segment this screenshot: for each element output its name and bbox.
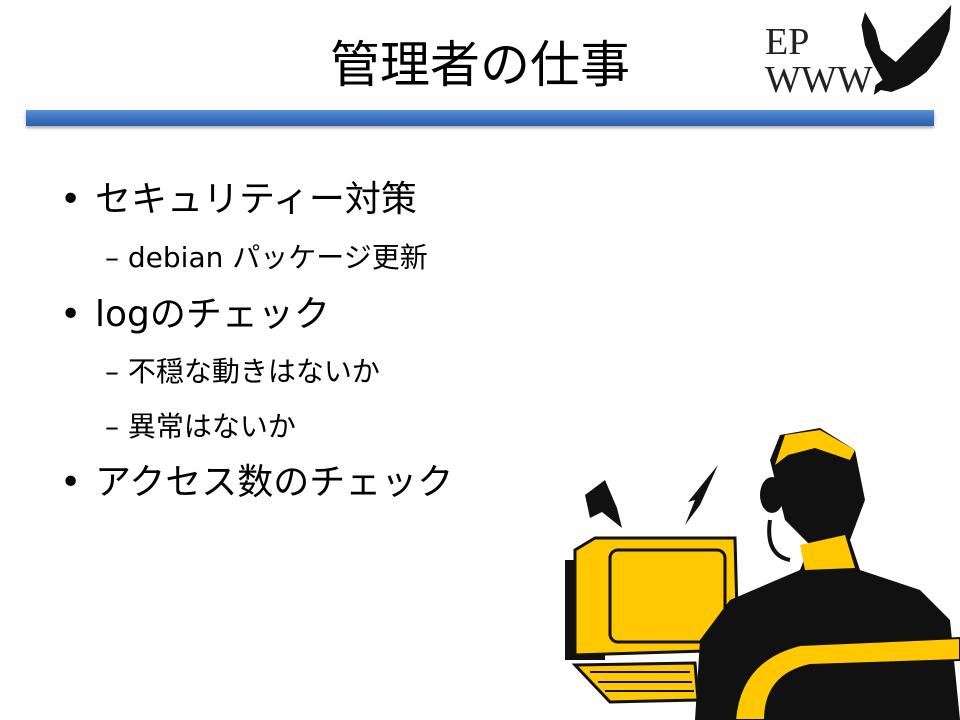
bullet-text: アクセス数のチェック: [95, 462, 454, 503]
sub-bullet-item: – debian パッケージ更新: [105, 240, 428, 276]
sub-bullet-text: 異常はないか: [127, 410, 296, 443]
sub-bullet-item: – 異常はないか: [105, 409, 296, 445]
sub-bullet-marker: –: [105, 241, 119, 274]
computer-operator-clipart: [565, 428, 960, 720]
bullet-marker: •: [60, 179, 82, 220]
sub-bullet-item: – 不穏な動きはないか: [105, 354, 380, 390]
bullet-text: セキュリティー対策: [95, 179, 417, 220]
sub-bullet-text: debian パッケージ更新: [127, 241, 428, 274]
title-divider-bar: [26, 110, 934, 126]
logo-text-www: WWW: [765, 59, 873, 101]
slide-title: 管理者の仕事: [330, 36, 630, 94]
bullet-text: logのチェック: [95, 294, 330, 335]
sub-bullet-text: 不穏な動きはないか: [127, 355, 380, 388]
logo-text-ep: EP: [765, 21, 810, 63]
bullet-marker: •: [60, 294, 82, 335]
eagle-icon: [861, 5, 952, 95]
bullet-marker: •: [60, 462, 82, 503]
sub-bullet-marker: –: [105, 355, 119, 388]
sub-bullet-marker: –: [105, 410, 119, 443]
